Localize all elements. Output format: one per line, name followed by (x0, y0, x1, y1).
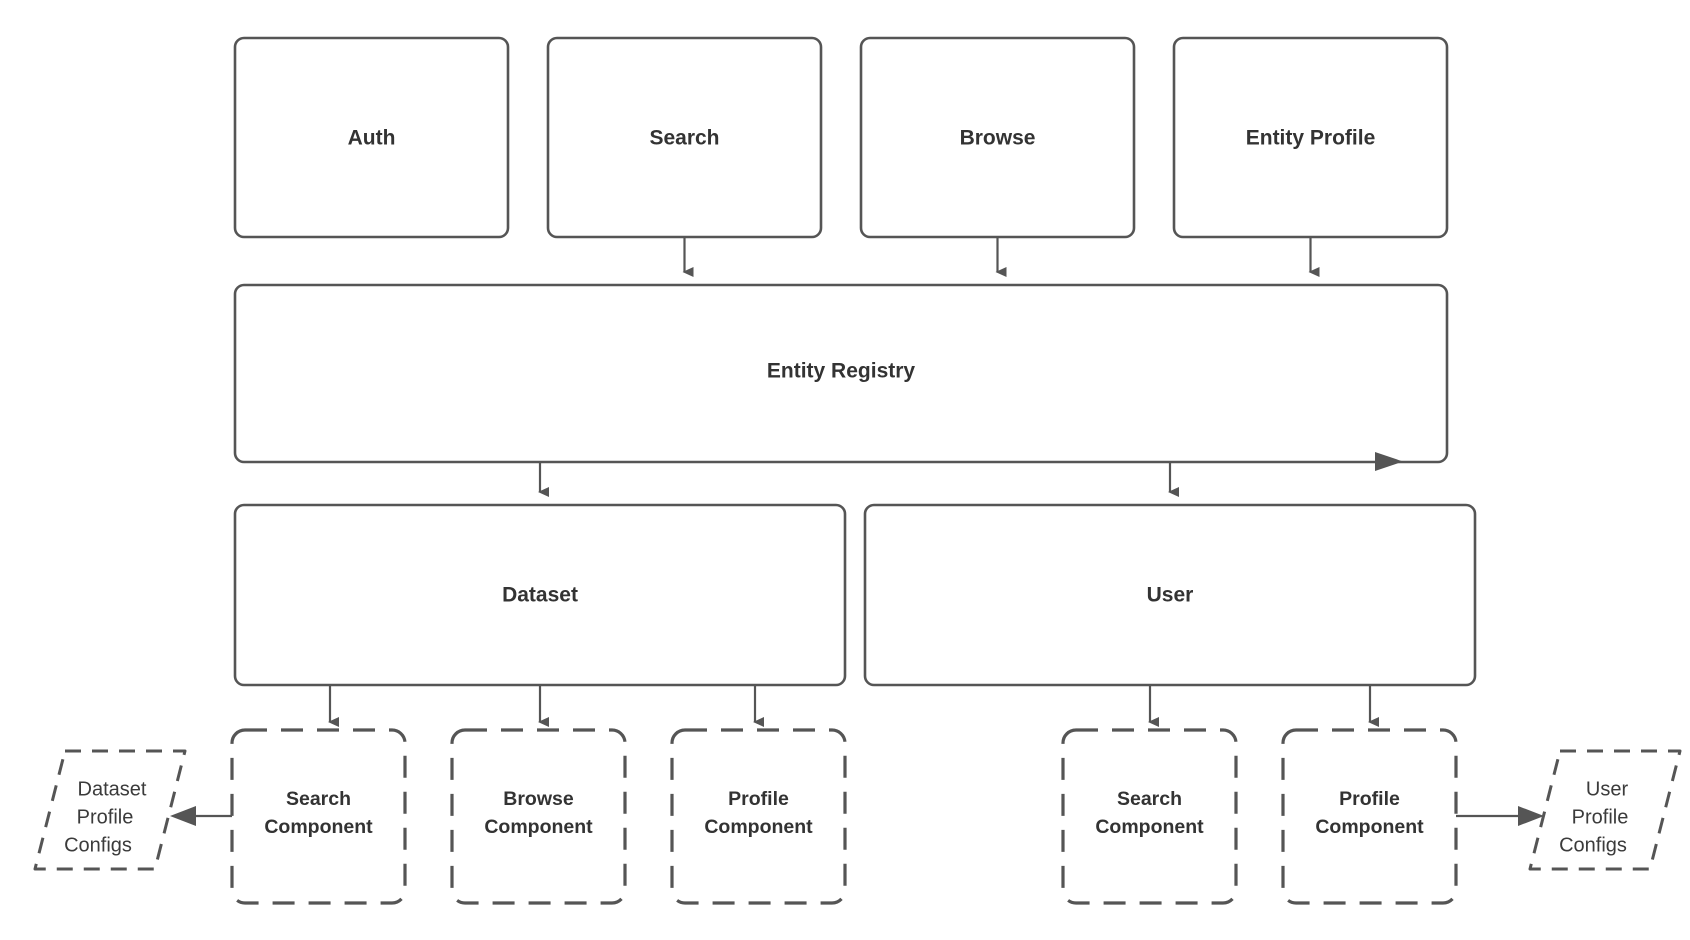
node-user-profile-component-label-line1: Profile (1339, 788, 1400, 810)
node-search[interactable]: Search (546, 36, 823, 239)
node-entity-profile-label: Entity Profile (1246, 127, 1376, 150)
node-user-search-component-box[interactable] (1061, 728, 1238, 905)
node-dataset-profile-configs-line1: Dataset (78, 778, 147, 800)
node-user[interactable]: User (863, 503, 1477, 687)
node-dataset-search-component[interactable]: Search Component (230, 728, 407, 905)
node-entity-registry[interactable]: Entity Registry (233, 283, 1449, 464)
node-dataset-profile-component-label-line2: Component (704, 816, 813, 838)
node-dataset[interactable]: Dataset (233, 503, 847, 687)
node-user-profile-component[interactable]: Profile Component (1281, 728, 1458, 905)
node-user-search-component-label-line2: Component (1095, 816, 1204, 838)
node-user-profile-configs-line3: Configs (1559, 834, 1627, 856)
node-dataset-profile-configs-line3: Configs (64, 834, 132, 856)
node-auth-box[interactable] (233, 36, 510, 239)
node-browse[interactable]: Browse (859, 36, 1136, 239)
node-dataset-profile-configs-line2: Profile (77, 806, 134, 828)
edge-user-profile-component-to-configs (1456, 806, 1544, 826)
node-user-profile-configs[interactable]: User Profile Configs (1528, 749, 1682, 871)
node-auth[interactable]: Auth (233, 36, 510, 239)
node-dataset-browse-component-label-line2: Component (484, 816, 593, 838)
node-entity-profile[interactable]: Entity Profile (1172, 36, 1449, 239)
node-dataset-label: Dataset (502, 584, 578, 607)
node-auth-label: Auth (348, 127, 396, 150)
node-dataset-browse-component[interactable]: Browse Component (450, 728, 627, 905)
node-dataset-profile-configs[interactable]: Dataset Profile Configs (33, 749, 187, 871)
node-dataset-profile-component-box[interactable] (670, 728, 847, 905)
node-user-profile-configs-line2: Profile (1572, 806, 1629, 828)
node-user-profile-configs-shape[interactable] (1528, 749, 1682, 871)
node-user-profile-component-box[interactable] (1281, 728, 1458, 905)
node-dataset-search-component-label-line2: Component (264, 816, 373, 838)
node-dataset-browse-component-box[interactable] (450, 728, 627, 905)
node-user-box[interactable] (863, 503, 1477, 687)
node-user-profile-component-label-line2: Component (1315, 816, 1424, 838)
node-entity-registry-label: Entity Registry (767, 360, 916, 383)
node-user-profile-configs-line1: User (1586, 778, 1629, 800)
node-entity-registry-box[interactable] (233, 283, 1449, 464)
node-dataset-profile-configs-shape[interactable] (33, 749, 187, 871)
node-user-search-component-label-line1: Search (1117, 788, 1182, 810)
node-dataset-browse-component-label-line1: Browse (503, 788, 574, 810)
node-dataset-profile-component-label-line1: Profile (728, 788, 789, 810)
node-dataset-search-component-label-line1: Search (286, 788, 351, 810)
node-user-label: User (1147, 584, 1194, 607)
edge-registry-right-arrowhead (1375, 452, 1403, 471)
node-dataset-search-component-box[interactable] (230, 728, 407, 905)
node-browse-label: Browse (960, 127, 1036, 150)
edge-dataset-search-component-to-configs (170, 806, 232, 826)
node-user-search-component[interactable]: Search Component (1061, 728, 1238, 905)
node-search-label: Search (649, 127, 719, 150)
node-dataset-profile-component[interactable]: Profile Component (670, 728, 847, 905)
